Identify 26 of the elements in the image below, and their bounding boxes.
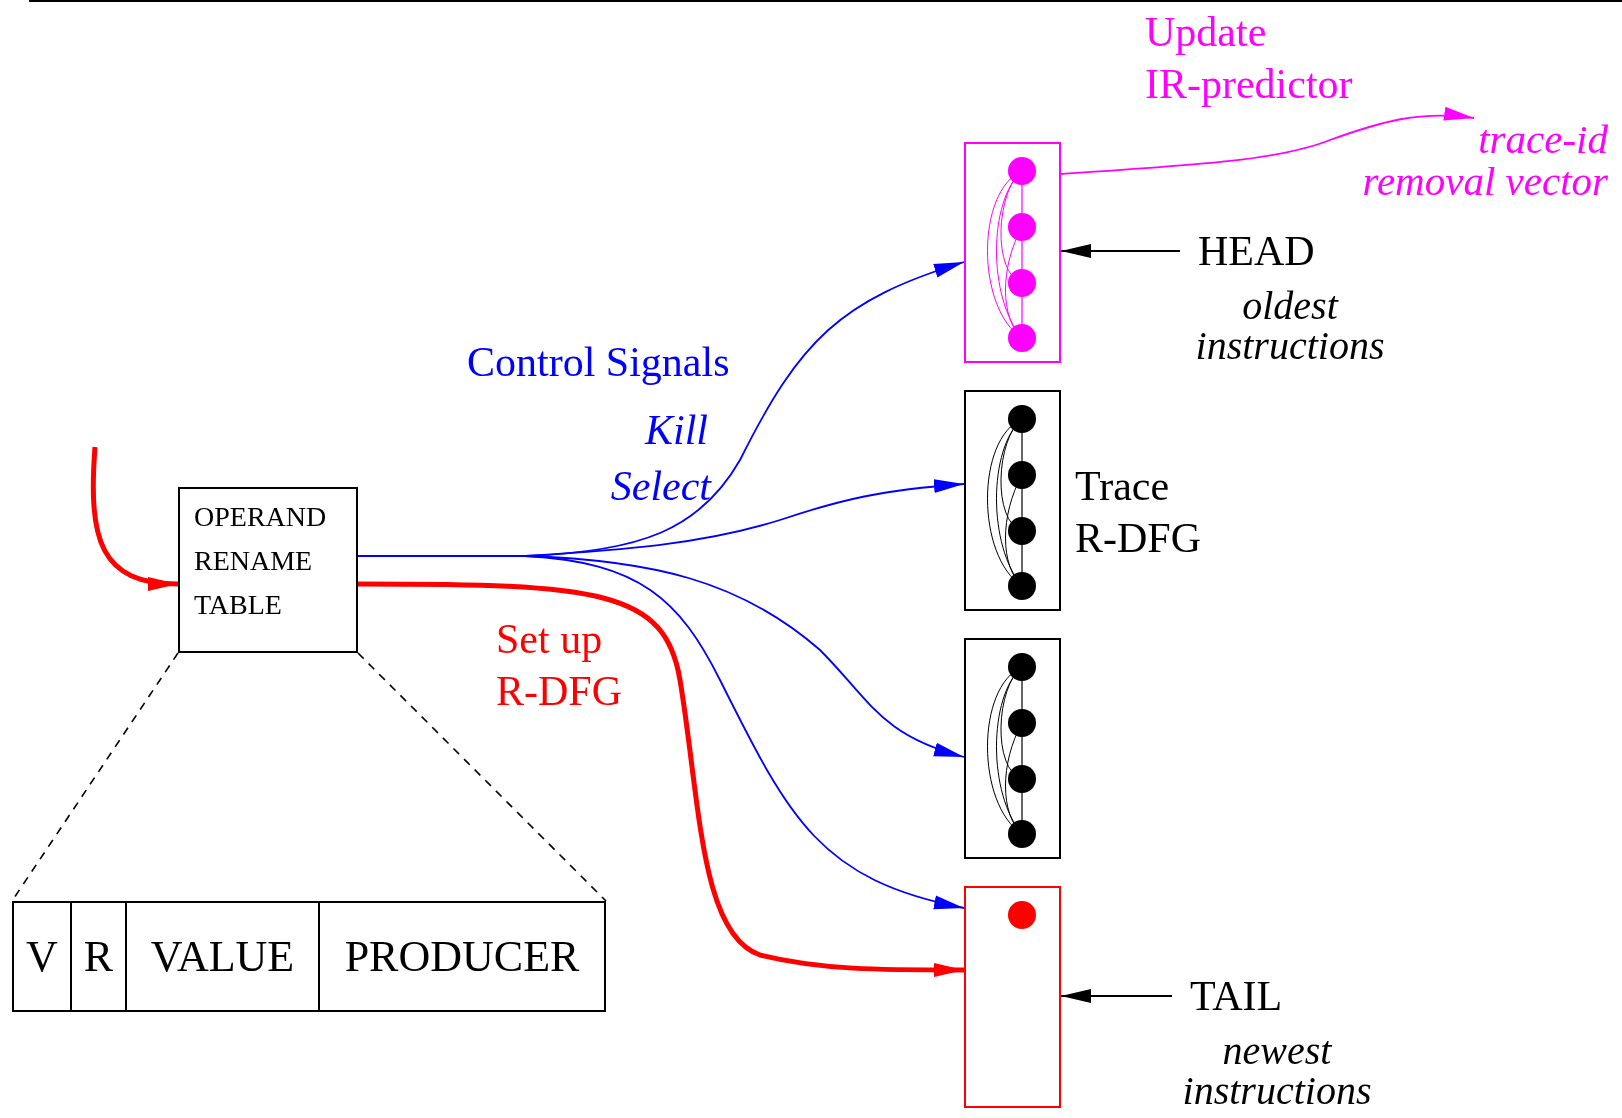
signal-label: Kill (643, 406, 708, 455)
signal-label: Control Signals (467, 338, 731, 387)
rename-table-box: OPERAND RENAME TABLE (178, 487, 358, 653)
register-table (12, 901, 606, 1012)
table-cell-text: V (25, 931, 59, 983)
queue-box (964, 142, 1061, 363)
pointer-note: newest instructions (1181, 1031, 1373, 1111)
table-cell: VALUE (125, 903, 318, 1010)
arrow (90, 446, 179, 590)
pointer-note: oldest instructions (1194, 286, 1386, 366)
arrow (1060, 244, 1181, 258)
edge-label: Set up R-DFG (496, 615, 624, 716)
arrow (1060, 989, 1173, 1003)
queue-box (964, 886, 1061, 1108)
pointer-label: HEAD (1197, 227, 1315, 276)
table-cell: PRODUCER (318, 903, 604, 1010)
edge-label: Update IR-predictor (1145, 8, 1354, 109)
queue-box (964, 638, 1061, 859)
arrow (358, 581, 964, 977)
pointer-label: TAIL (1189, 972, 1283, 1021)
vector-label: trace-id removal vector (1338, 118, 1608, 202)
box-caption: Trace R-DFG (1075, 462, 1203, 563)
signal-label: Select (609, 462, 711, 511)
table-cell: R (70, 903, 125, 1010)
zoom-line (357, 652, 607, 902)
arrow (1060, 107, 1475, 175)
